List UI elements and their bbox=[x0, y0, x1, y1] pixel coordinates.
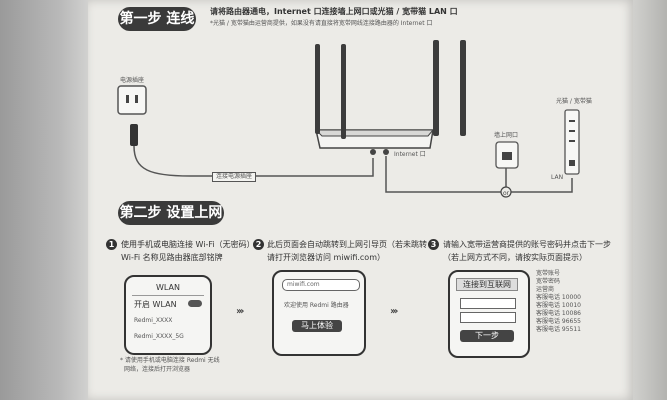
wall-port-label: 墙上网口 bbox=[494, 132, 519, 139]
side-row: 客服电话 96655 bbox=[536, 318, 581, 325]
wifi-network-1[interactable]: Redmi_XXXX bbox=[134, 317, 173, 324]
wlan-note-2: 网络，连接后打开浏览器 bbox=[124, 366, 191, 373]
svg-text:or: or bbox=[503, 190, 510, 197]
account-input[interactable] bbox=[460, 298, 516, 309]
power-socket-label: 电源插座 bbox=[120, 77, 145, 84]
internet-port-label: Internet 口 bbox=[394, 151, 426, 158]
browser-card: miwifi.com 欢迎使用 Redmi 路由器 马上体验 bbox=[272, 270, 366, 356]
toggle-icon[interactable] bbox=[188, 300, 202, 307]
side-row: 宽带账号 bbox=[536, 270, 561, 277]
side-row: 宽带密码 bbox=[536, 278, 561, 285]
step-1-number: 1 bbox=[106, 239, 117, 250]
side-row: 客服电话 10086 bbox=[536, 310, 581, 317]
step-2-line1: 此后页面会自动跳转到上网引导页（若未跳转 bbox=[267, 240, 427, 249]
next-button[interactable]: 下一步 bbox=[460, 330, 514, 342]
modem-label: 光猫 / 宽带猫 bbox=[556, 98, 592, 105]
step1-title: 第一步 连线 bbox=[118, 7, 196, 31]
arrow-icon: ››› bbox=[236, 306, 245, 317]
step-2-line2: 请打开浏览器访问 miwifi.com） bbox=[267, 253, 385, 262]
side-row: 运营商 bbox=[536, 286, 555, 293]
step1-instruction: 请将路由器通电，Internet 口连接墙上网口或光猫 / 宽带猫 LAN 口 bbox=[210, 7, 458, 16]
step-1-line1: 使用手机或电脑连接 Wi-Fi（无密码） bbox=[121, 240, 255, 249]
connect-card: 连接到互联网 下一步 bbox=[448, 270, 530, 358]
url-bar[interactable]: miwifi.com bbox=[282, 279, 360, 291]
side-row: 客服电话 10000 bbox=[536, 294, 581, 301]
power-socket-icon bbox=[117, 85, 147, 115]
step2-title: 第二步 设置上网 bbox=[118, 201, 224, 225]
side-table: 宽带账号 宽带密码 运营商 客服电话 10000 客服电话 10010 客服电话… bbox=[536, 270, 608, 334]
wlan-card: WLAN 开启 WLAN Redmi_XXXX Redmi_XXXX_5G bbox=[124, 275, 212, 355]
power-cable-label: 连接电源插座 bbox=[212, 172, 257, 182]
power-plug-icon bbox=[130, 124, 138, 146]
wlan-note-1: * 请使用手机或电脑连接 Redmi 无线 bbox=[120, 357, 220, 364]
password-input[interactable] bbox=[460, 312, 516, 323]
step-2-number: 2 bbox=[253, 239, 264, 250]
connect-header: 连接到互联网 bbox=[456, 278, 518, 291]
step-3-line1: 请输入宽带运营商提供的账号密码并点击下一步 bbox=[443, 240, 611, 249]
step-1-line2: Wi-Fi 名称见路由器底部铭牌 bbox=[121, 253, 223, 262]
lan-label: LAN bbox=[551, 174, 564, 181]
wlan-toggle-label: 开启 WLAN bbox=[134, 300, 177, 309]
step-3-line2: （若上网方式不同，请按实际页面提示） bbox=[443, 253, 587, 262]
wifi-network-2[interactable]: Redmi_XXXX_5G bbox=[134, 333, 184, 340]
start-button[interactable]: 马上体验 bbox=[292, 320, 342, 332]
side-row: 客服电话 95511 bbox=[536, 326, 581, 333]
arrow-icon: ››› bbox=[390, 306, 399, 317]
welcome-text: 欢迎使用 Redmi 路由器 bbox=[284, 302, 349, 309]
side-row: 客服电话 10010 bbox=[536, 302, 581, 309]
step1-note: *光猫 / 宽带猫由运营商提供，如果没有请直接将宽带网线连接路由器的 Inter… bbox=[210, 20, 433, 27]
step-3-number: 3 bbox=[428, 239, 439, 250]
wlan-header: WLAN bbox=[155, 283, 180, 292]
